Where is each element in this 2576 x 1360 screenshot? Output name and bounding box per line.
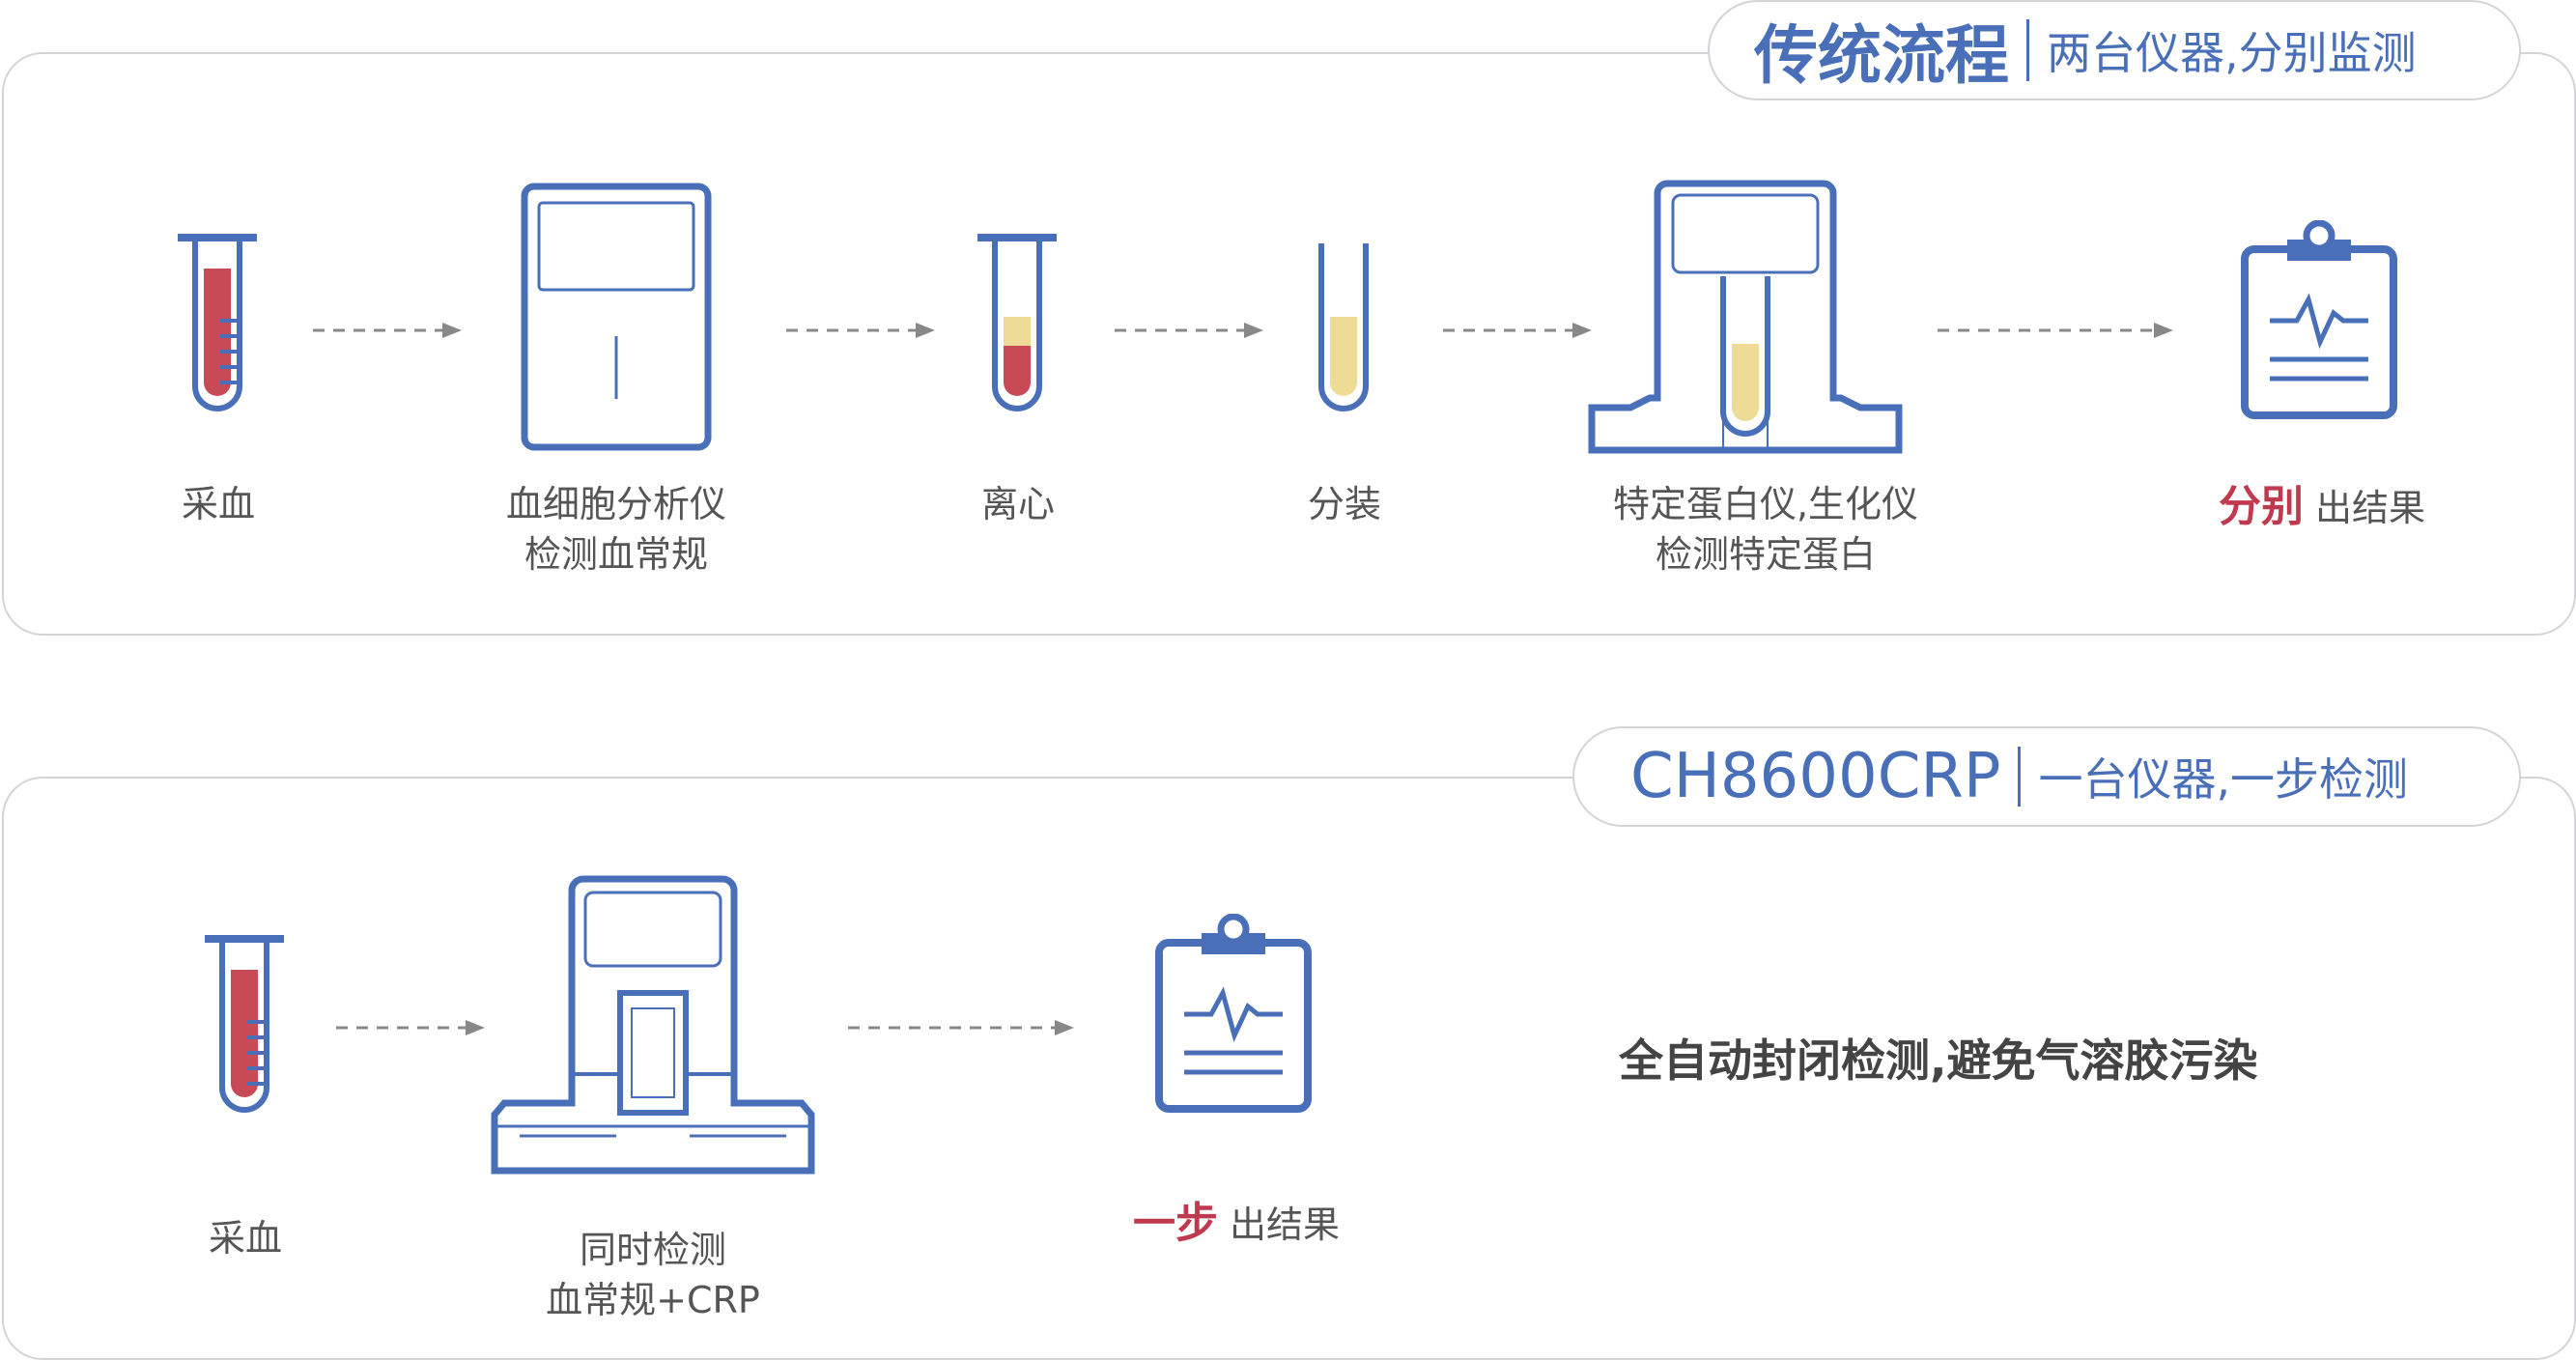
centrifuged-tube-icon xyxy=(977,234,1057,411)
protein-analyzer-icon xyxy=(1588,180,1903,454)
result-emphasis: 一步 xyxy=(1132,1199,1218,1248)
ch8600crp-analyzer-icon xyxy=(491,875,815,1175)
step-label-line1: 离心 xyxy=(980,483,1056,525)
step-label: 血细胞分析仪 检测血常规 xyxy=(506,479,726,580)
flow-arrow xyxy=(1938,323,2173,338)
traditional-process-panel xyxy=(2,52,2576,636)
step-label: 分装 xyxy=(1308,479,1381,529)
report-clipboard-icon xyxy=(1155,914,1312,1113)
step-label-line1: 特定蛋白仪,生化仪 xyxy=(1612,483,1919,525)
step-label: 采血 xyxy=(182,479,255,529)
step-label-line2: 血常规+CRP xyxy=(546,1279,760,1321)
step-label-line1: 血细胞分析仪 xyxy=(505,483,727,525)
ch8600crp-title: CH8600CRP xyxy=(1630,741,2001,812)
flow-arrow xyxy=(313,323,462,338)
blood-tube-icon xyxy=(178,234,257,411)
title-separator xyxy=(2026,19,2029,81)
result-text: 出结果 xyxy=(1230,1204,1341,1246)
report-clipboard-icon xyxy=(2241,220,2397,419)
traditional-title-pill: 传统流程 两台仪器,分别监测 xyxy=(1708,0,2521,100)
ch8600crp-subtitle: 一台仪器,一步检测 xyxy=(2038,753,2409,806)
ch8600crp-title-pill: CH8600CRP 一台仪器,一步检测 xyxy=(1572,726,2521,827)
step-label-line1: 分装 xyxy=(1307,483,1382,525)
step-label-line1: 同时检测 xyxy=(579,1229,727,1271)
step-label-line1: 采血 xyxy=(181,483,256,525)
feature-note: 全自动封闭检测,避免气溶胶污染 xyxy=(1619,1034,2258,1087)
ch8600crp-result-label: 一步 出结果 xyxy=(1133,1188,1340,1250)
flow-arrow xyxy=(336,1020,485,1035)
step-label: 同时检测 血常规+CRP xyxy=(546,1225,760,1325)
step-label-line1: 采血 xyxy=(208,1217,283,1260)
flow-arrow xyxy=(1443,323,1592,338)
blood-tube-icon xyxy=(205,935,284,1113)
traditional-result-label: 分别 出结果 xyxy=(2219,471,2425,533)
step-label-line2: 检测特定蛋白 xyxy=(1655,533,1876,576)
step-label: 特定蛋白仪,生化仪 检测特定蛋白 xyxy=(1613,479,1918,580)
step-label: 离心 xyxy=(981,479,1055,529)
flow-arrow xyxy=(1115,323,1263,338)
step-label-line2: 检测血常规 xyxy=(524,533,709,576)
traditional-title: 传统流程 xyxy=(1754,18,2009,93)
blood-cell-analyzer-icon xyxy=(521,183,712,451)
title-separator xyxy=(2018,747,2022,807)
step-label: 采血 xyxy=(209,1213,282,1263)
serum-tube-icon xyxy=(1318,243,1369,411)
flow-arrow xyxy=(786,323,935,338)
result-text: 出结果 xyxy=(2315,487,2426,529)
flow-arrow xyxy=(848,1020,1074,1035)
result-emphasis: 分别 xyxy=(2218,482,2304,531)
traditional-subtitle: 两台仪器,分别监测 xyxy=(2047,27,2417,79)
